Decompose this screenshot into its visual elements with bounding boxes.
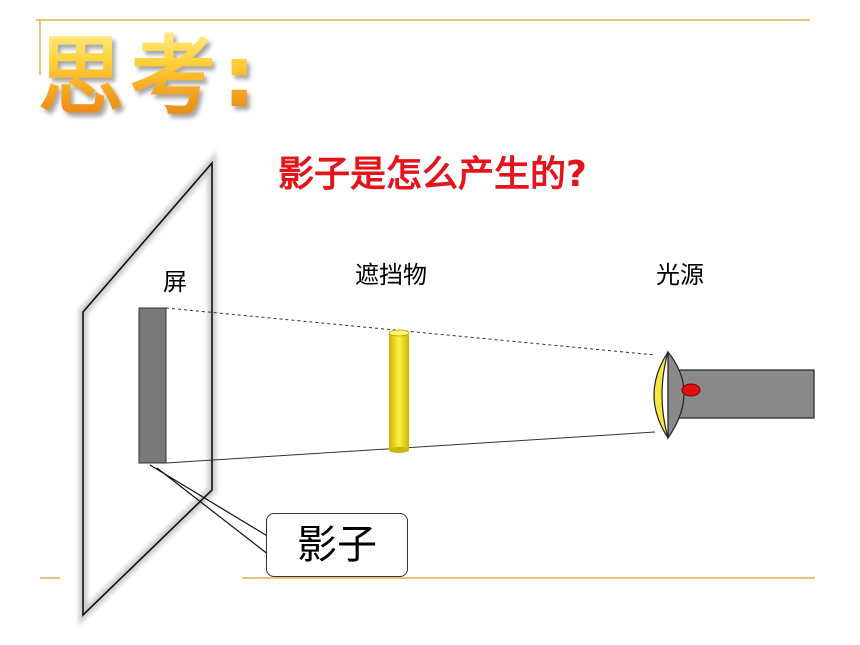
shadow-rect <box>138 307 167 464</box>
flashlight <box>653 350 815 440</box>
label-light-source: 光源 <box>656 261 704 289</box>
obstacle-cylinder <box>388 329 410 453</box>
flashlight-lens <box>653 351 669 439</box>
bulb-icon <box>681 383 701 397</box>
screen-panel <box>78 150 217 626</box>
label-obstacle: 遮挡物 <box>355 261 427 289</box>
page-title: 思考: <box>38 22 262 132</box>
light-rays <box>165 307 656 464</box>
flashlight-head <box>667 350 685 440</box>
shadow-callout: 影子 <box>266 513 408 577</box>
callout-pointer <box>149 464 270 556</box>
question-heading: 影子是怎么产生的? <box>278 154 587 195</box>
label-screen: 屏 <box>163 268 187 296</box>
slide-frame <box>36 19 815 579</box>
